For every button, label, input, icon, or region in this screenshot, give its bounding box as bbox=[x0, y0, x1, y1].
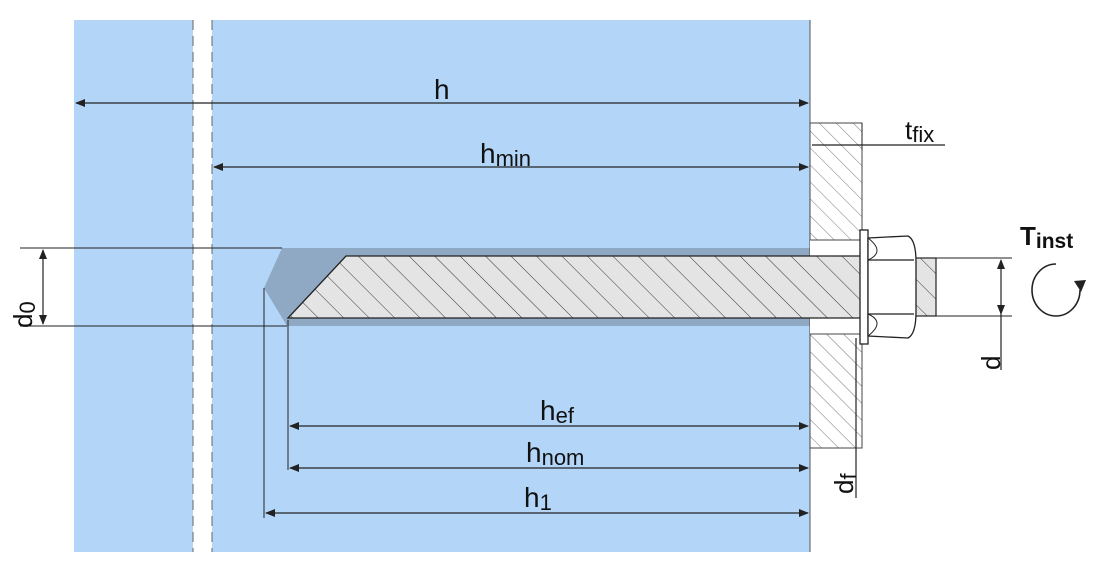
dimension-hmin: hmin bbox=[213, 138, 809, 171]
washer bbox=[859, 229, 869, 345]
torque-indicator: Tinst bbox=[1020, 221, 1086, 317]
label-hmin: hmin bbox=[480, 138, 531, 171]
label-tfix: tfix bbox=[905, 115, 934, 147]
label-h: h bbox=[434, 74, 450, 105]
threaded-rod bbox=[286, 255, 937, 319]
label-d0: d0 bbox=[8, 301, 40, 328]
dimension-d0: d0 bbox=[8, 247, 287, 328]
label-d: d bbox=[976, 356, 1006, 370]
dimension-hnom: hnom bbox=[289, 437, 809, 472]
dimension-df: df bbox=[829, 338, 861, 498]
dimension-hef: hef bbox=[287, 320, 809, 470]
dimension-h: h bbox=[75, 74, 809, 107]
dimension-tfix: tfix bbox=[812, 115, 945, 150]
label-df: df bbox=[829, 473, 861, 494]
label-hnom: hnom bbox=[526, 437, 584, 470]
dimension-h1: h1 bbox=[263, 288, 809, 518]
label-tinst: Tinst bbox=[1020, 221, 1073, 253]
hex-nut bbox=[867, 235, 917, 339]
dimension-d: d bbox=[936, 257, 1012, 370]
label-h1: h1 bbox=[524, 482, 552, 515]
label-hef: hef bbox=[540, 395, 575, 428]
